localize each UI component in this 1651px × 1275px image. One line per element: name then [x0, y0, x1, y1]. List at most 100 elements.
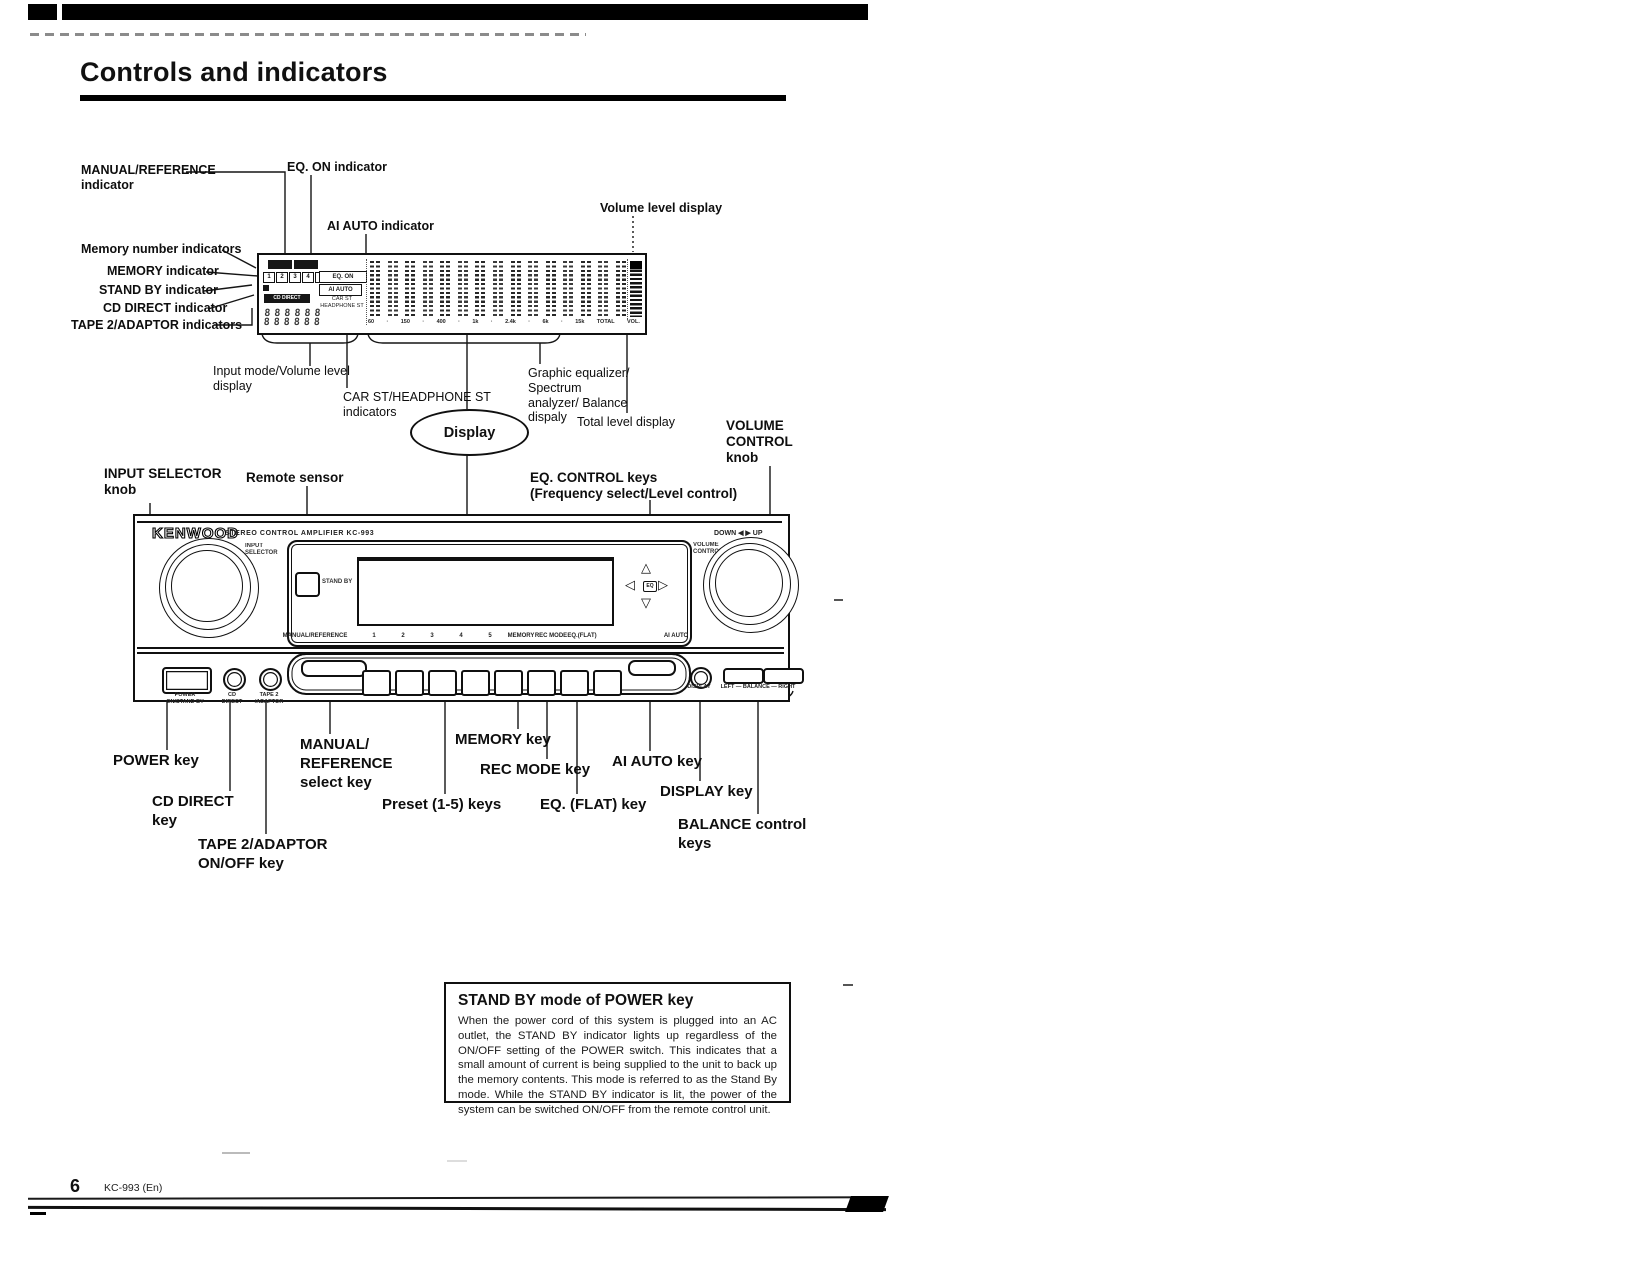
scan-mark: [222, 1152, 250, 1154]
key-label-rec-mode: REC MODE: [534, 633, 568, 639]
page-number: 6: [70, 1176, 81, 1196]
callout-power-key: POWER key: [113, 752, 199, 769]
front-panel: KENWOOD STEREO CONTROL AMPLIFIER KC-993 …: [133, 514, 804, 705]
eq-right-icon: ▷: [658, 577, 668, 592]
eq-on-box: EQ. ON: [319, 271, 367, 283]
callout-ai-auto-key: AI AUTO key: [612, 753, 703, 770]
title-rule: [80, 95, 786, 101]
page-title: Controls and indicators: [80, 57, 388, 87]
callout-cd-direct-key: CD DIRECT key: [152, 793, 234, 829]
scan-mark: [447, 1160, 467, 1162]
callout-memory-key: MEMORY key: [455, 731, 551, 748]
eq-flat-key: [593, 670, 622, 696]
callout-balance-keys: BALANCE control keys: [678, 816, 807, 852]
eq-center-key: EQ: [643, 581, 657, 592]
eq-up-icon: △: [641, 560, 651, 575]
scan-mark: [834, 599, 843, 601]
display-oval-label: Display: [410, 409, 529, 456]
callout-tape2-key: TAPE 2/ADAPTOR ON/OFF key: [198, 836, 328, 872]
display-separator-left: [366, 259, 367, 325]
scan-bar-gap: [57, 4, 62, 20]
tape2-small-label: TAPE 2 /ADAPTOR: [254, 692, 284, 705]
standby-note-title: STAND BY mode of POWER key: [458, 992, 694, 1009]
key-label-1: 1: [372, 633, 376, 639]
callout-preset-keys: Preset (1-5) keys: [382, 796, 502, 813]
display-key: [690, 667, 712, 689]
memory-key: [527, 670, 556, 696]
callout-total-level-display: Total level display: [577, 415, 675, 429]
reference-indicator-box: [294, 260, 318, 269]
key-label-ai-auto: AI AUTO: [663, 633, 689, 639]
scan-dashes: [30, 33, 586, 36]
strip-divider-2: [137, 652, 784, 654]
stand-by-small-label: STAND BY: [322, 579, 353, 585]
balance-left-key: [723, 668, 764, 684]
remote-sensor-window: [295, 572, 320, 597]
rec-mode-key: [560, 670, 589, 696]
scan-bar-top: [28, 4, 868, 20]
callout-volume-control-knob: VOLUME CONTROL knob: [726, 418, 793, 465]
input-selector-small-label: INPUT SELECTOR: [245, 543, 278, 556]
display-separator-vol: [627, 259, 628, 319]
callout-eq-flat-key: EQ. (FLAT) key: [540, 796, 647, 813]
cd-direct-box: CD DIRECT: [264, 294, 310, 303]
callout-cd-direct-indicator: CD DIRECT indicator: [103, 301, 228, 315]
preset-3-key: [428, 670, 457, 696]
spectrum-bars: [370, 261, 626, 317]
manual-indicator-box: [268, 260, 292, 269]
strip-divider-1: [137, 647, 784, 649]
callout-eq-control-keys: EQ. CONTROL keys (Frequency select/Level…: [530, 470, 738, 501]
callout-volume-level-display: Volume level display: [600, 201, 723, 215]
input-mode-digits: 888888 888888: [263, 308, 325, 328]
input-selector-knob-ring: [165, 544, 251, 630]
standby-note: STAND BY mode of POWER key When the powe…: [444, 982, 791, 1116]
callout-graphic-equalizer: Graphic equalizer/ Spectrum analyzer/ Ba…: [528, 366, 630, 425]
preset-2-key: [395, 670, 424, 696]
power-key: [162, 667, 212, 694]
scan-line-bottom-1: [27, 1196, 883, 1200]
display-window: [357, 557, 614, 626]
key-label-memory: MEMORY: [507, 633, 535, 639]
callout-eq-on-indicator: EQ. ON indicator: [287, 160, 388, 174]
preset-memory-keys: [362, 670, 622, 696]
power-small-label: POWER ON/STAND BY: [166, 692, 204, 705]
scan-blob: [845, 1196, 889, 1212]
standby-note-body: When the power cord of this system is pl…: [458, 1015, 777, 1116]
model-text: STEREO CONTROL AMPLIFIER KC-993: [225, 530, 375, 537]
panel-top-inner-line: [137, 521, 782, 523]
callout-tape2-indicators: TAPE 2/ADAPTOR indicators: [71, 318, 243, 332]
key-label-5: 5: [488, 633, 492, 639]
callout-memory-indicator: MEMORY indicator: [107, 264, 219, 278]
balance-small-label: LEFT — BALANCE — RIGHT: [720, 684, 796, 690]
down-up-label: DOWN ◀ ▶ UP: [714, 530, 763, 537]
key-label-eq-flat: EQ.(FLAT): [567, 633, 597, 639]
memory-indicator-box: [263, 285, 269, 291]
manual-reference-key: [301, 660, 367, 677]
cd-direct-key: [223, 668, 246, 691]
ai-auto-key: [628, 660, 676, 676]
preset-1-key: [362, 670, 391, 696]
preset-4-key: [461, 670, 490, 696]
preset-5-key: [494, 670, 523, 696]
cd-direct-small-label: CD DIRECT: [221, 692, 243, 705]
callout-memory-number-indicators: Memory number indicators: [81, 242, 242, 256]
callout-input-mode-display: Input mode/Volume level display: [213, 364, 350, 393]
display-small-label: DISPLAY: [687, 684, 711, 690]
eq-down-icon: ▽: [641, 595, 651, 610]
callout-remote-sensor: Remote sensor: [246, 470, 344, 485]
scan-dash: [30, 1212, 46, 1215]
eq-control-pad: △ ▽ ◁ ▷ EQ: [625, 561, 671, 609]
volume-knob-inner: [715, 549, 783, 617]
callout-manual-reference-indicator: MANUAL/REFERENCE indicator: [81, 163, 216, 192]
key-label-3: 3: [430, 633, 434, 639]
tape2-adaptor-key: [259, 668, 282, 691]
balance-right-key: [763, 668, 804, 684]
eq-left-icon: ◁: [625, 577, 635, 592]
callout-stand-by-indicator: STAND BY indicator: [99, 283, 218, 297]
callout-input-selector-knob: INPUT SELECTOR knob: [104, 466, 222, 497]
volume-level-column: [630, 261, 642, 317]
